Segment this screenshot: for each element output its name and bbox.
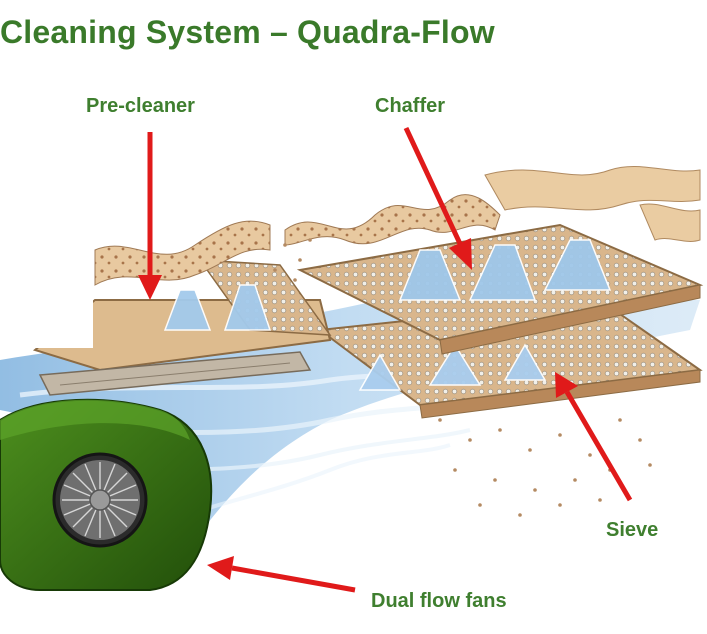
chaffer-arrow: [403, 126, 472, 270]
pre-cleaner-arrow: [138, 132, 162, 300]
fan-housing: [0, 398, 213, 591]
chaff-sheets: [484, 166, 701, 242]
white-overlay-box: [0, 190, 93, 348]
label-dual-flow-fans: Dual flow fans: [371, 590, 507, 612]
sieve-arrow: [555, 372, 633, 502]
callout-arrows: [138, 126, 633, 593]
page-title: Cleaning System – Quadra-Flow: [0, 14, 495, 50]
label-pre-cleaner: Pre-cleaner: [86, 95, 195, 117]
label-chaffer: Chaffer: [375, 95, 446, 117]
falling-grain: [273, 238, 652, 517]
dual-flow-fans-arrow: [207, 556, 356, 593]
chaffer-screen: [284, 194, 704, 355]
label-sieve: Sieve: [606, 519, 659, 541]
pre-cleaner-screen: [32, 220, 332, 396]
